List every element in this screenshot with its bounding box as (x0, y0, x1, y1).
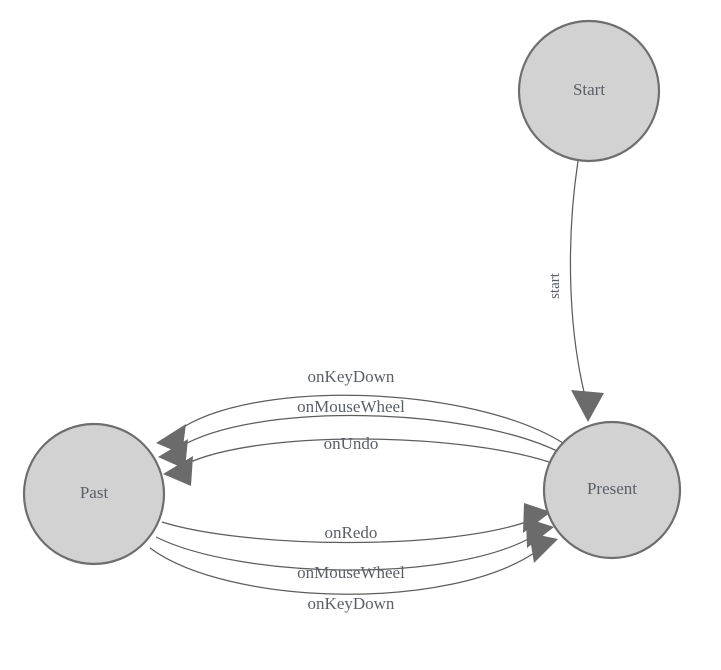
edge-path-past-present-keydown (149, 547, 538, 595)
node-past-circle (22, 422, 166, 566)
arrowhead-present-past-mousewheel (158, 439, 188, 469)
edge-past-to-present-onredo[interactable]: onRedo (161, 503, 551, 544)
edge-path-start-present (569, 160, 587, 401)
edge-path-past-present-redo (161, 520, 530, 544)
arrowhead-past-present-keydown (529, 533, 558, 563)
arrowhead-start-present (571, 390, 604, 422)
edge-start-to-present[interactable]: start (547, 160, 604, 422)
edge-path-past-present-mousewheel (155, 536, 533, 571)
node-start-circle (517, 19, 661, 163)
node-present-label: Present (587, 479, 637, 498)
node-start-label: Start (573, 80, 605, 99)
edge-label-start: start (547, 272, 563, 299)
edge-path-present-past-mousewheel (179, 414, 558, 452)
edge-past-to-present-onkeydown[interactable]: onKeyDown (149, 533, 558, 613)
edge-label-past-present-mousewheel: onMouseWheel (297, 563, 405, 582)
edge-label-past-present-keydown: onKeyDown (308, 594, 395, 613)
edge-label-present-past-undo: onUndo (324, 434, 379, 453)
edge-label-present-past-mousewheel: onMouseWheel (297, 397, 405, 416)
arrowhead-present-past-undo (163, 456, 193, 486)
edge-path-present-past-undo (185, 438, 550, 465)
node-start[interactable]: Start (517, 19, 661, 163)
node-present[interactable]: Present (542, 420, 682, 560)
node-past-label: Past (80, 483, 109, 502)
edge-path-present-past-keydown (175, 394, 564, 444)
node-present-circle (542, 420, 682, 560)
edge-present-to-past-onundo[interactable]: onUndo (163, 434, 550, 486)
edge-label-present-past-keydown: onKeyDown (308, 367, 395, 386)
node-past[interactable]: Past (22, 422, 166, 566)
edge-present-to-past-onmousewheel[interactable]: onMouseWheel (158, 397, 558, 469)
edge-label-past-present-redo: onRedo (325, 523, 378, 542)
